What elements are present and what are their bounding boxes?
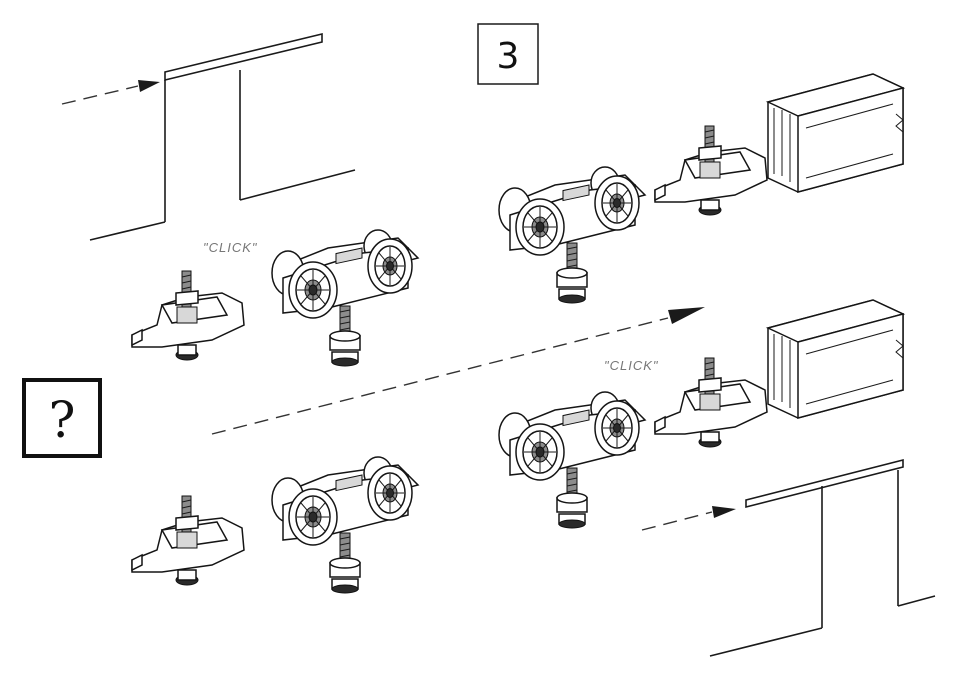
click-annotation-right: "CLICK"	[604, 358, 659, 373]
direction-arrow-middle	[211, 307, 705, 435]
step-number: 3	[497, 36, 520, 77]
track-profile-bottom	[767, 299, 904, 419]
mounting-bracket-top-right	[654, 125, 768, 216]
mounting-bracket-top-left	[131, 270, 245, 361]
track-profile-top	[767, 73, 904, 193]
mounting-bracket-bottom-left	[131, 495, 245, 586]
trolley-top-left	[271, 229, 419, 367]
help-symbol: ?	[49, 391, 76, 449]
door-panel-top	[89, 32, 356, 241]
trolley-bottom-left	[271, 456, 419, 594]
click-annotation-left: "CLICK"	[203, 240, 258, 255]
direction-arrow-bottom-right	[641, 506, 736, 531]
mounting-bracket-bottom-right	[654, 357, 768, 448]
trolley-bottom-right	[498, 391, 646, 529]
step-number-box: 3	[477, 23, 539, 85]
door-panel-bottom	[709, 458, 936, 657]
trolley-top-right	[498, 166, 646, 304]
help-icon: ?	[22, 378, 102, 458]
direction-arrow-top-left	[61, 80, 160, 105]
